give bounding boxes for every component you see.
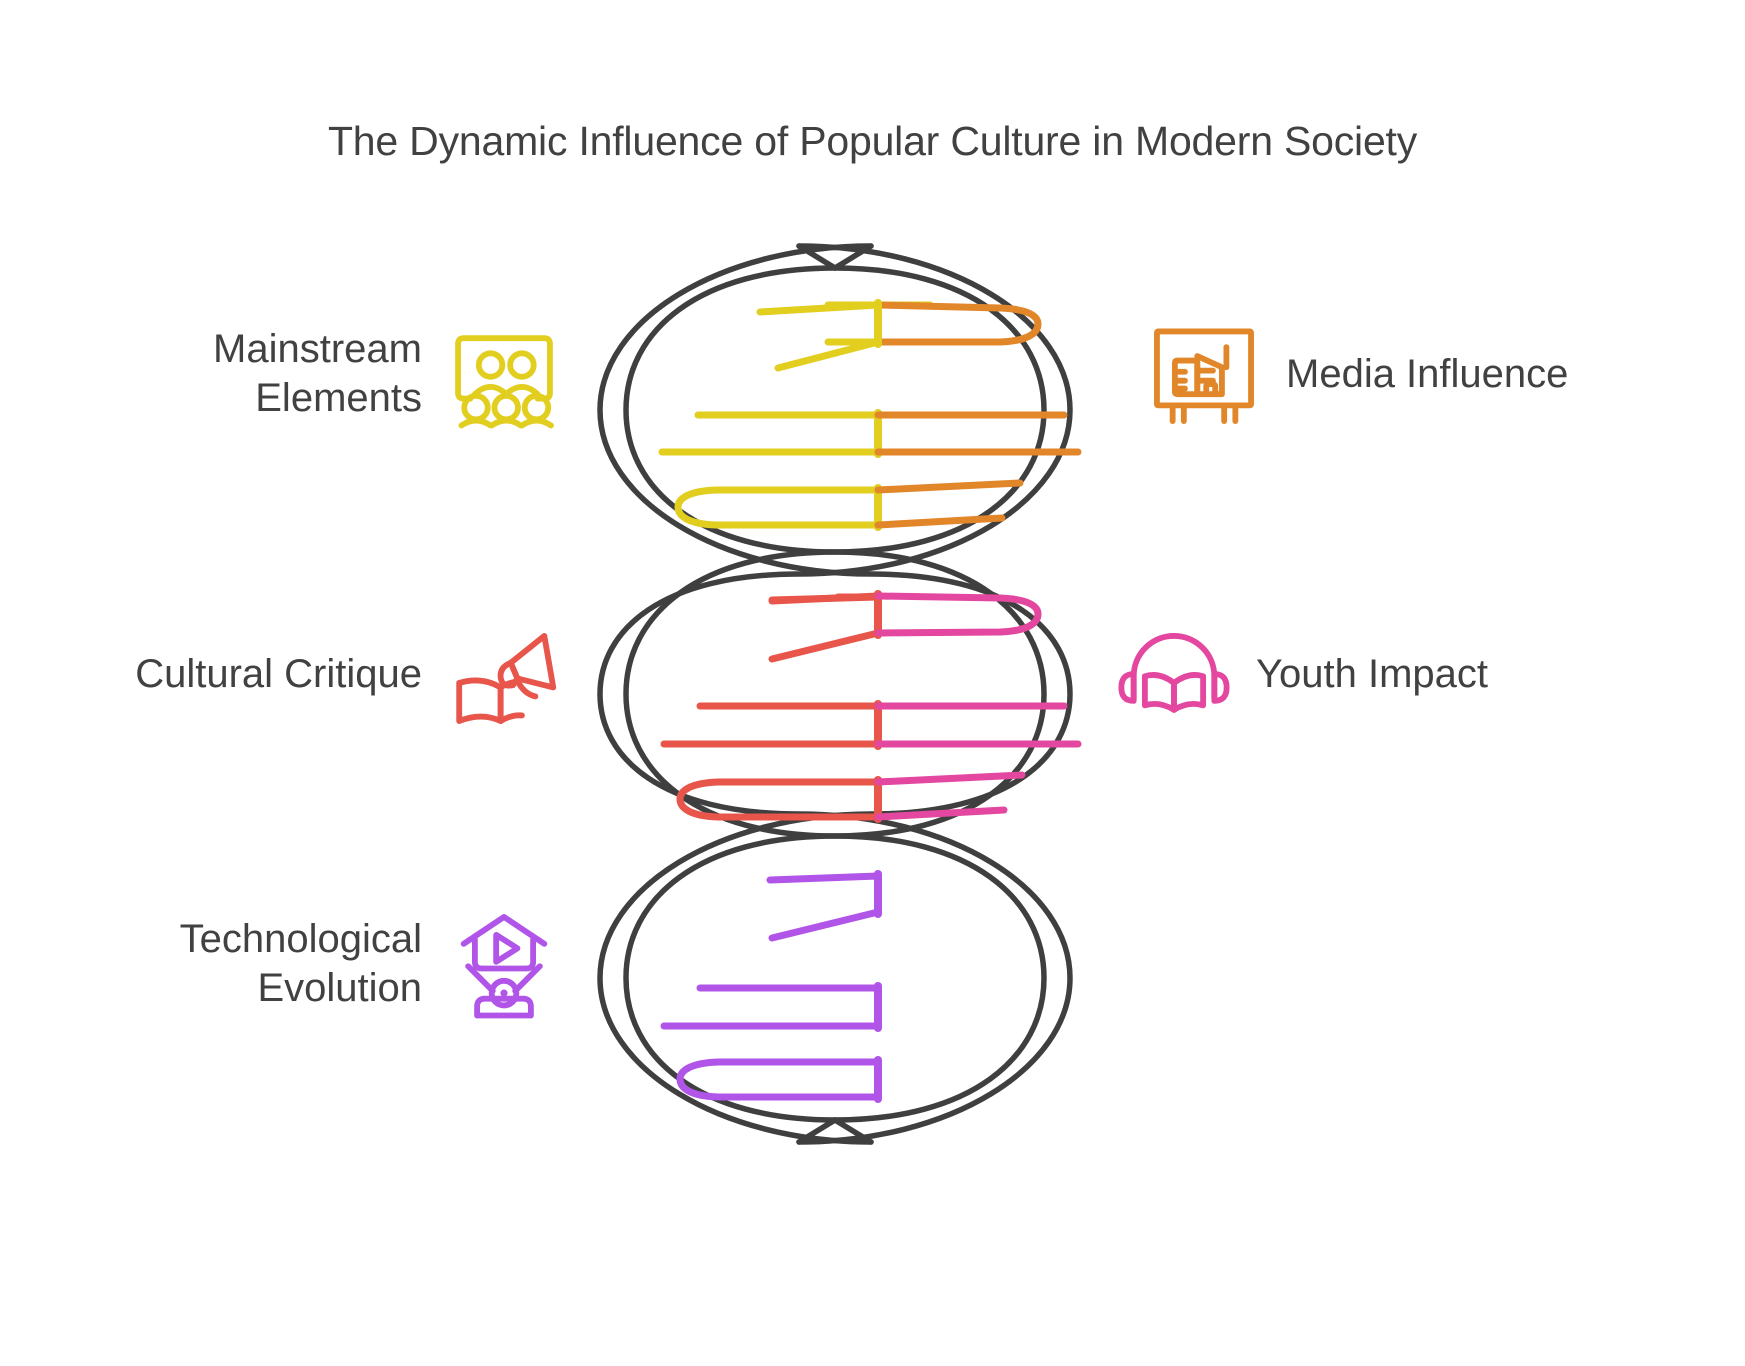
label-media-influence-text: Media Influence [1286,351,1569,396]
label-mainstream-elements[interactable]: Mainstream Elements [110,318,560,430]
label-youth-impact-text: Youth Impact [1256,651,1489,696]
helix-front-ribbon [597,243,1073,1145]
label-mainstream-elements-text: Mainstream Elements [213,327,422,420]
headphones-book-icon [1118,618,1230,730]
label-cultural-critique[interactable]: Cultural Critique [60,618,560,730]
book-megaphone-icon [448,618,560,730]
helix-back-ribbon [597,243,1073,1145]
billboard-city-icon [1148,318,1260,430]
rung-group-top [658,299,1082,531]
audience-group-icon [448,318,560,430]
page-title: The Dynamic Influence of Popular Culture… [327,118,1418,164]
rung-group-bottom [660,870,882,1103]
label-technological-evolution-text: Technological Evolution [179,917,422,1010]
video-projector-icon [448,908,560,1020]
label-youth-impact[interactable]: Youth Impact [1118,618,1638,730]
label-media-influence[interactable]: Media Influence [1148,318,1668,430]
label-cultural-critique-text: Cultural Critique [135,651,422,696]
rung-group-middle [660,590,1082,823]
label-technological-evolution[interactable]: Technological Evolution [90,908,560,1020]
